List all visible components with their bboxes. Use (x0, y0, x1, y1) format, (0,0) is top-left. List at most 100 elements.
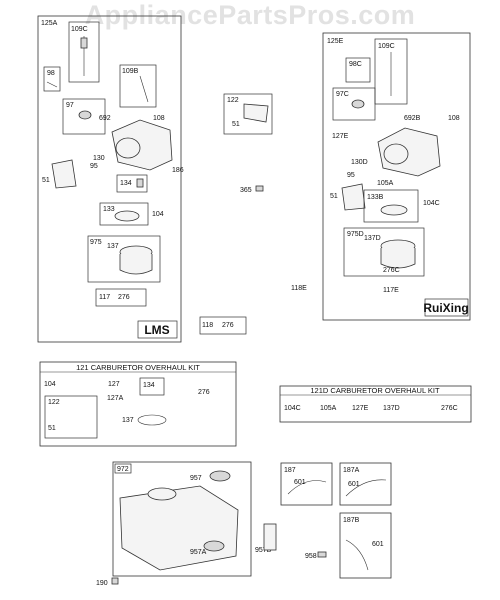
label-187: 187 (284, 467, 296, 474)
label-122: 122 (227, 97, 239, 104)
box-122 (223, 93, 273, 135)
gasket-r51-part (341, 183, 366, 211)
cap-957-part (209, 470, 231, 482)
label-957a: 957A (190, 549, 207, 556)
valve-958-part (317, 551, 327, 558)
label-104: 104 (152, 211, 164, 218)
label-601b: 601 (348, 481, 360, 488)
tank-frame (112, 461, 252, 577)
float-bowl-975 (119, 254, 153, 275)
label-130: 130 (93, 155, 105, 162)
screw-190-part (111, 577, 119, 585)
plate-97-part (78, 110, 92, 120)
box-118 (199, 316, 247, 335)
label-186: 186 (172, 167, 184, 174)
carburetor-bore-ruixing (383, 143, 409, 165)
label-975: 975 (90, 239, 102, 246)
group-frame-ruixing (322, 32, 471, 321)
label-190: 190 (96, 580, 108, 587)
label-k122: 122 (48, 399, 60, 406)
label-127e: 127E (332, 133, 349, 140)
screw-98-part (46, 81, 58, 88)
box-98c (345, 57, 371, 83)
box-133 (99, 202, 149, 226)
label-958: 958 (305, 553, 317, 560)
label-97c: 97C (336, 91, 349, 98)
group-frame-lms (37, 15, 182, 343)
label-r51: 51 (330, 193, 338, 200)
label-601c: 601 (372, 541, 384, 548)
label-601a: 601 (294, 479, 306, 486)
label-130d: 130D (351, 159, 368, 166)
label-957b: 957B (255, 547, 272, 554)
box-187b (339, 512, 392, 579)
screw-365-part (255, 185, 264, 192)
label-d137d: 137D (383, 405, 400, 412)
label-k276: 276 (198, 389, 210, 396)
carburetor-group-lms: 125A 109C 98 109B 97 692 108 130 95 186 … (37, 15, 184, 343)
group-id-125e: 125E (327, 38, 344, 45)
overhaul-kit-121d: 121D CARBURETOR OVERHAUL KIT 104C 105A 1… (279, 385, 472, 423)
kit-121-title: 121 CARBURETOR OVERHAUL KIT (76, 363, 200, 372)
box-187a (339, 462, 392, 506)
label-117: 117 (99, 294, 110, 301)
label-r109c: 109C (378, 43, 395, 50)
label-k127: 127 (108, 381, 120, 388)
label-118e: 118E (291, 285, 307, 292)
label-692b: 692B (404, 115, 421, 122)
label-137d: 137D (364, 235, 381, 242)
label-133b: 133B (367, 194, 384, 201)
label-957: 957 (190, 475, 202, 482)
label-134: 134 (120, 180, 132, 187)
box-187 (280, 462, 333, 506)
label-51b: 51 (232, 121, 240, 128)
float-bowl-975d (380, 248, 416, 269)
label-137: 137 (107, 243, 119, 250)
label-95: 95 (90, 163, 98, 170)
label-187b: 187B (343, 517, 360, 524)
label-d127e: 127E (352, 405, 369, 412)
label-r95: 95 (347, 172, 355, 179)
label-109b: 109B (122, 68, 139, 75)
label-d105a: 105A (320, 405, 337, 412)
label-98c: 98C (349, 61, 362, 68)
box-97c (332, 87, 376, 121)
box-k134 (139, 377, 165, 396)
label-98: 98 (47, 70, 55, 77)
label-k104: 104 (44, 381, 56, 388)
label-k137: 137 (122, 417, 134, 424)
box-134 (116, 174, 148, 193)
label-276: 276 (118, 294, 130, 301)
label-108: 108 (153, 115, 165, 122)
label-k134: 134 (143, 382, 155, 389)
carburetor-bore-lms (115, 137, 141, 159)
label-365: 365 (240, 187, 252, 194)
label-975d: 975D (347, 231, 364, 238)
box-117 (95, 288, 147, 307)
box-109b (119, 64, 157, 108)
box-k122 (44, 395, 98, 439)
tank-neck (147, 487, 177, 501)
fuel-tank-part (119, 485, 239, 571)
jet-134-part (136, 178, 144, 188)
label-k127a: 127A (107, 395, 124, 402)
box-r109c (374, 38, 408, 105)
label-276c: 276C (383, 267, 400, 274)
overhaul-kit-121: 121 CARBURETOR OVERHAUL KIT 104 127 134 … (39, 361, 237, 447)
label-187a: 187A (343, 467, 360, 474)
middle-parts: 122 51 365 118 276 (199, 93, 273, 335)
label-692: 692 (99, 115, 111, 122)
group-id-125a: 125A (41, 20, 58, 27)
fuel-line-187a-part (345, 479, 387, 497)
fuel-tank-group: 972 957 957A 957B 958 190 (96, 461, 327, 587)
filter-957b-part (263, 523, 277, 551)
label-d276c: 276C (441, 405, 458, 412)
label-r108: 108 (448, 115, 460, 122)
box-975 (87, 235, 161, 283)
watermark-text: AppliancePartsPros.com (85, 0, 416, 30)
brand-box-ruixing (424, 298, 469, 317)
choke-shaft-head (80, 37, 88, 49)
brand-label-ruixing: RuiXing (423, 301, 468, 315)
box-98 (43, 66, 61, 92)
label-117e: 117E (383, 287, 399, 294)
